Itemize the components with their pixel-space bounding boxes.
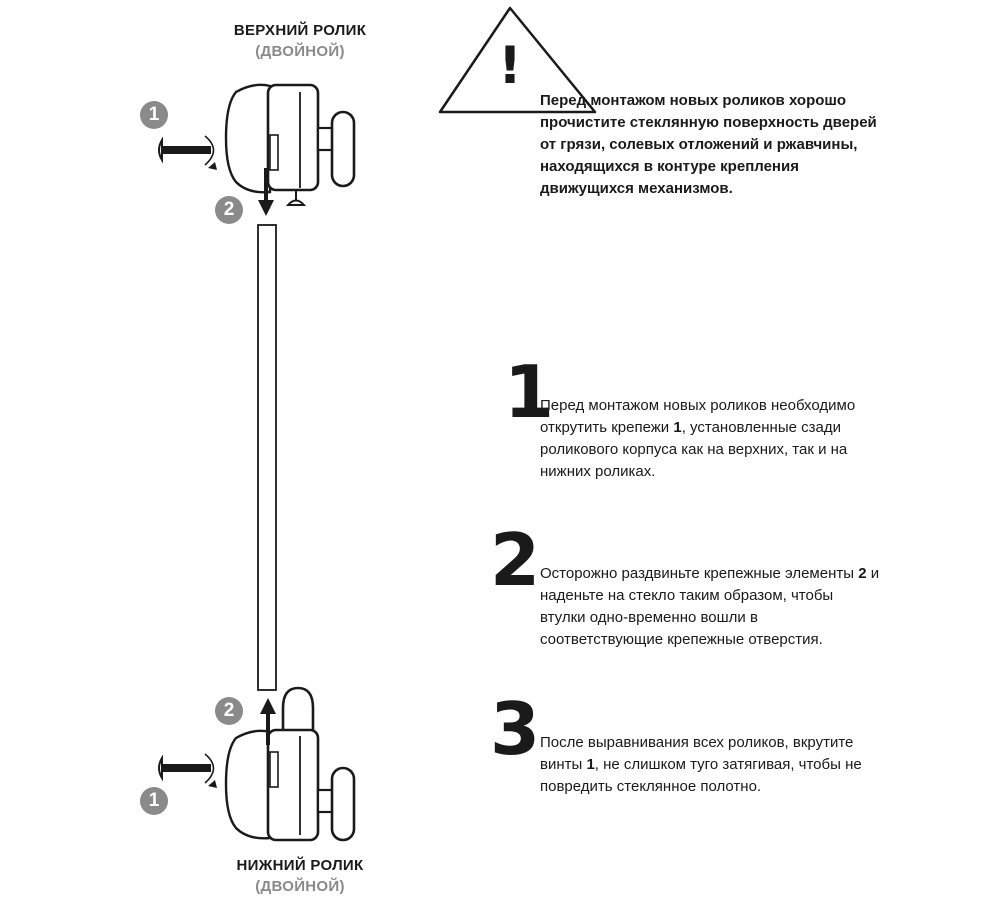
- badge-clamp-bottom: 2: [215, 697, 243, 725]
- warning-exclamation-icon: !: [498, 36, 522, 96]
- step-1-number: 1: [504, 350, 555, 434]
- top-roller-subtitle: (ДВОЙНОЙ): [255, 43, 345, 60]
- top-roller-illustration: [224, 83, 356, 216]
- top-roller-title: ВЕРХНИЙ РОЛИК (ДВОЙНОЙ): [180, 20, 420, 62]
- warning-text: Перед монтажом новых роликов хорошо проч…: [540, 92, 877, 197]
- badge-screw-bottom: 1: [140, 787, 168, 815]
- warning-triangle-icon: [438, 6, 597, 114]
- bottom-roller-illustration: [224, 686, 356, 842]
- bottom-screw-icon: [158, 753, 217, 788]
- bottom-roller-title: НИЖНИЙ РОЛИК (ДВОЙНОЙ): [180, 855, 420, 897]
- step-1-text: Перед монтажом новых роликов необходимо …: [540, 397, 856, 480]
- step-3-text: После выравнивания всех роликов, вкрутит…: [540, 734, 862, 795]
- glass-panel: [257, 224, 277, 691]
- top-roller-title-text: ВЕРХНИЙ РОЛИК: [233, 22, 367, 39]
- badge-screw-top: 1: [140, 101, 168, 129]
- bottom-roller-title-text: НИЖНИЙ РОЛИК: [236, 857, 364, 874]
- top-screw-icon: [158, 135, 217, 170]
- step-3-number: 3: [490, 687, 541, 771]
- bottom-roller-subtitle: (ДВОЙНОЙ): [255, 878, 345, 895]
- step-2-text: Осторожно раздвиньте крепежные элементы …: [540, 565, 880, 648]
- step-2-number: 2: [490, 518, 541, 602]
- badge-clamp-top: 2: [215, 196, 243, 224]
